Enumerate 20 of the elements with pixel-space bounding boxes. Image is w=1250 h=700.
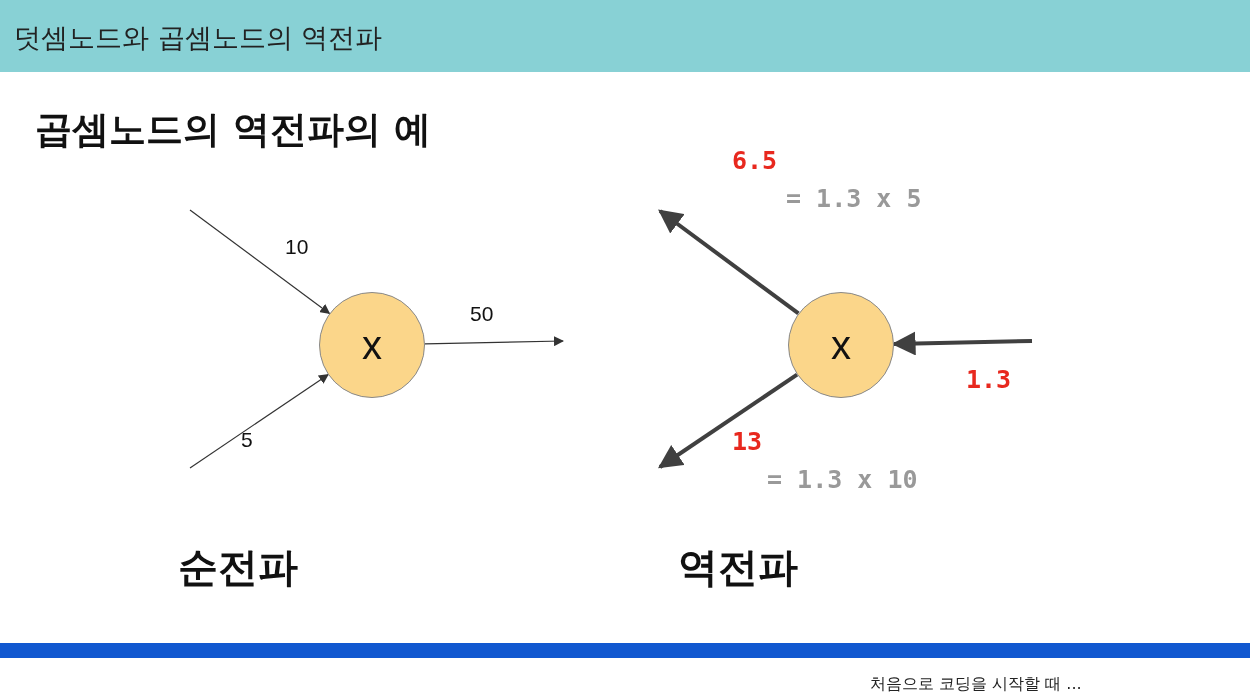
edge-label: 5 [241,428,253,452]
multiply-node-circle: x [788,292,894,398]
edge-label: 50 [470,302,494,326]
slide-title: 덧셈노드와 곱셈노드의 역전파 [14,21,383,55]
edge-label: 13 [732,427,763,456]
arrow [189,374,329,469]
section-heading: 곱셈노드의 역전파의 예 [35,107,431,153]
edge-label: 10 [285,235,309,259]
arrow [189,209,331,315]
arrow [658,372,799,469]
edge-label: 6.5 [732,146,778,175]
arrow [424,336,564,347]
formula-text: = 1.3 x 10 [767,465,918,494]
multiply-node-circle: x [319,292,425,398]
edge-label: 1.3 [966,365,1012,394]
arrow [658,209,800,316]
caption-text: 순전파 [178,543,298,592]
footer-text: 처음으로 코딩을 시작할 때 ... [870,674,1082,695]
formula-text: = 1.3 x 5 [786,184,922,213]
caption-text: 역전파 [678,543,798,592]
